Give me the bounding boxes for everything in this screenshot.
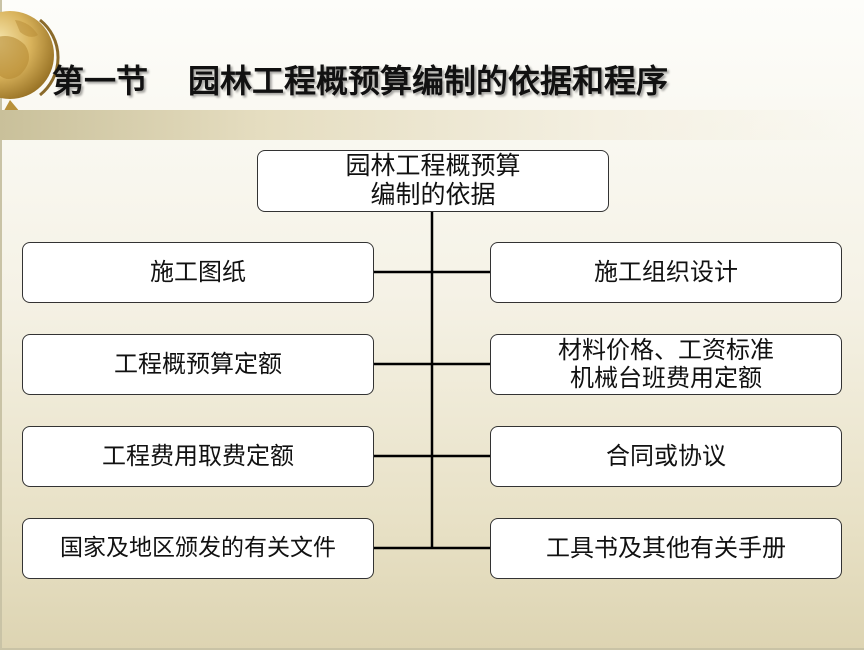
- node-construction-design: 施工组织设计: [490, 242, 842, 303]
- node-official-documents: 国家及地区颁发的有关文件: [22, 518, 374, 579]
- node-fee-quota: 工程费用取费定额: [22, 426, 374, 487]
- node-contract: 合同或协议: [490, 426, 842, 487]
- globe-icon: [0, 11, 60, 130]
- node-budget-quota: 工程概预算定额: [22, 334, 374, 395]
- root-node: 园林工程概预算 编制的依据: [257, 150, 609, 212]
- page-title: 第一节 园林工程概预算编制的依据和程序: [52, 56, 852, 102]
- node-price-standards: 材料价格、工资标准 机械台班费用定额: [490, 334, 842, 395]
- section-label: 第一节: [52, 62, 149, 100]
- node-construction-drawings: 施工图纸: [22, 242, 374, 303]
- title-text: 园林工程概预算编制的依据和程序: [188, 62, 669, 100]
- title-rule: [0, 110, 864, 140]
- node-reference-handbooks: 工具书及其他有关手册: [490, 518, 842, 579]
